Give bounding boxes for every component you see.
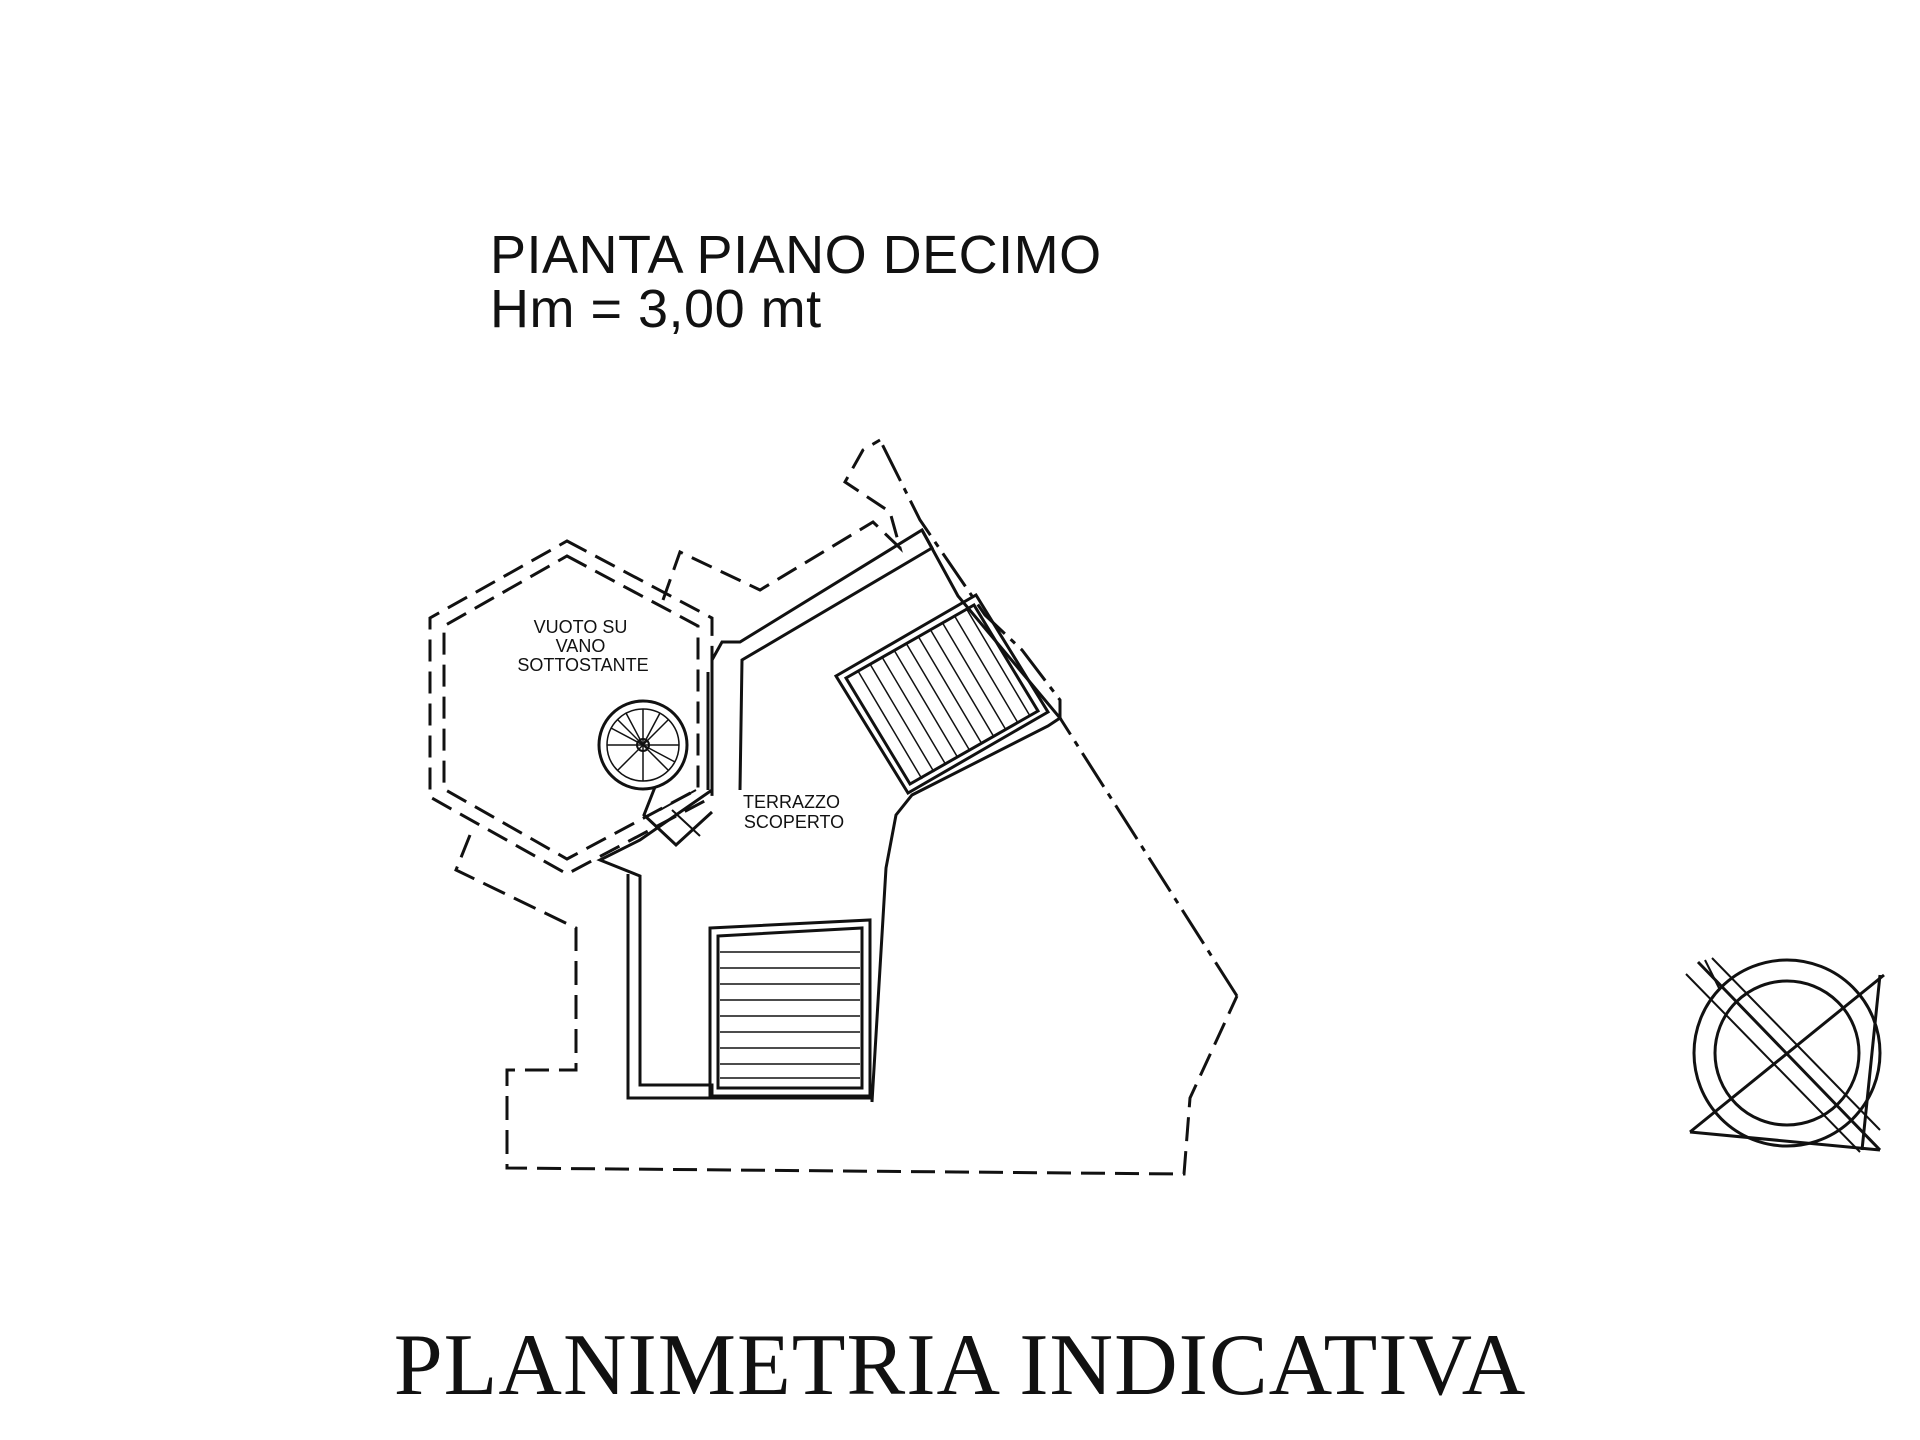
void-label: VUOTO SU VANO SOTTOSTANTE — [517, 617, 648, 675]
void-label-line: SOTTOSTANTE — [517, 655, 648, 675]
terrace-label: TERRAZZO SCOPERTO — [743, 792, 845, 832]
height-note: Hm = 3,00 mt — [490, 279, 822, 339]
upper-parapet — [661, 438, 903, 601]
lower-left-boundary — [454, 834, 1239, 1176]
plan-title: PIANTA PIANO DECIMO — [490, 225, 1102, 285]
terrace-label-line: SCOPERTO — [744, 812, 844, 832]
hatched-upper-block — [833, 592, 1051, 796]
hatched-lower-block — [708, 918, 872, 1098]
plan-heading: PIANTA PIANO DECIMO Hm = 3,00 mt — [490, 228, 1102, 336]
void-label-line: VUOTO SU — [534, 617, 628, 637]
footer-caption: PLANIMETRIA INDICATIVA — [393, 1317, 1527, 1414]
spiral-stair-icon — [597, 699, 714, 848]
terrace-label-line: TERRAZZO — [743, 792, 840, 812]
void-outline — [428, 539, 714, 876]
terrace-walls — [596, 527, 1063, 1103]
void-label-line: VANO — [556, 636, 606, 656]
north-arrow-icon — [1685, 957, 1885, 1153]
